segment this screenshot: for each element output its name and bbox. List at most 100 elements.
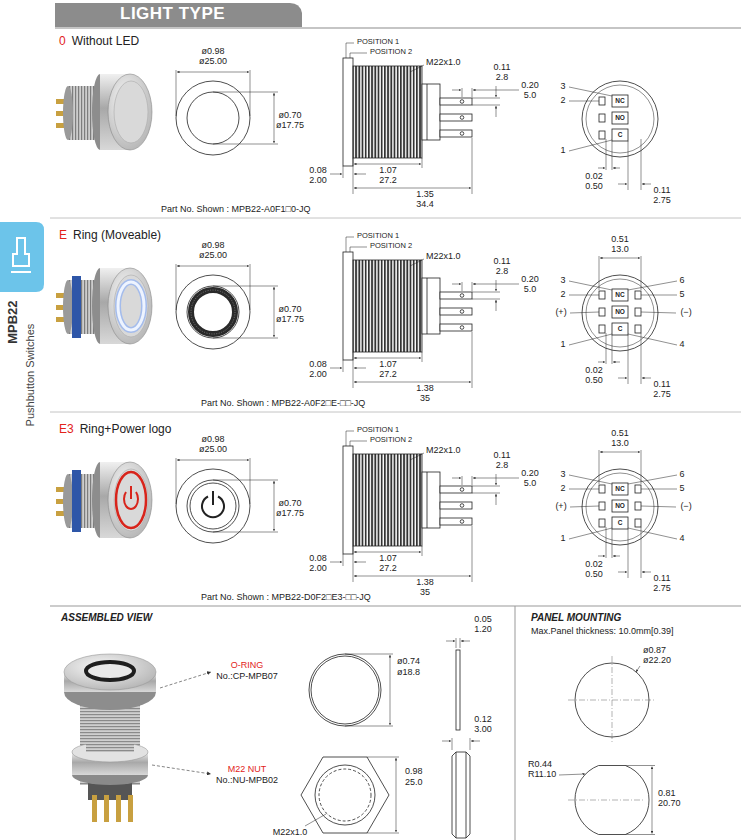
dimension: 1.35 — [415, 190, 435, 200]
panel-cutout — [559, 656, 656, 835]
panel-cutout — [612, 656, 613, 744]
product-photo — [56, 74, 152, 150]
section-rules — [50, 606, 741, 607]
dimension: 0.11 — [493, 451, 512, 461]
dimension: R0.44 — [527, 760, 553, 770]
dimension: 0.11 — [653, 380, 672, 390]
dimension: 1.38 — [415, 384, 435, 394]
thread-label: M22x1.0 — [425, 446, 462, 456]
dimension: ø17.75 — [275, 121, 305, 131]
pin-number: 1 — [559, 534, 566, 544]
dimension: 25.0 — [404, 778, 424, 788]
dimension: ø0.98 — [200, 47, 225, 57]
panel-cutout — [559, 666, 655, 835]
section-rules — [50, 412, 741, 413]
o-ring-drawing — [456, 638, 457, 648]
part-number: Part No. Shown : MPB22-A0F1□0-JQ — [160, 205, 312, 215]
nut-drawing — [367, 833, 399, 834]
nut-drawing — [452, 738, 453, 750]
section-rules — [515, 606, 516, 840]
type-name: Without LED — [71, 35, 140, 48]
pin-number: 3 — [559, 276, 566, 286]
side-view — [330, 237, 519, 388]
assembled-photo — [128, 795, 133, 822]
assembled-photo — [64, 654, 156, 822]
dimension: 2.00 — [308, 564, 328, 574]
terminal-label: NO — [615, 502, 625, 509]
tab-icon — [11, 271, 31, 273]
nut-drawing — [305, 738, 480, 833]
part-name: M22 NUT — [227, 765, 268, 775]
position-label: POSITION 2 — [369, 242, 413, 250]
dimension: 2.8 — [495, 461, 510, 471]
position-label: POSITION 1 — [356, 232, 400, 240]
dimension: 0.11 — [493, 257, 512, 267]
section-rules — [50, 218, 741, 840]
dimension: 0.11 — [493, 63, 512, 73]
o-ring-drawing — [309, 638, 470, 730]
nut-drawing — [367, 757, 399, 758]
panel-cutout — [625, 834, 655, 835]
o-ring-drawing — [446, 641, 455, 642]
dimension: 0.20 — [520, 275, 540, 285]
panel-cutout — [559, 774, 585, 775]
dimension: 1.07 — [378, 166, 398, 176]
terminal-label: NO — [615, 308, 625, 315]
part-number: Part No. Shown : MPB22-D0F2□E3-□□-JQ — [200, 593, 372, 603]
dimension: 0.51 — [610, 429, 630, 439]
series-name: MPB22 — [6, 299, 20, 344]
dimension: 2.00 — [308, 370, 328, 380]
dimension: 35 — [419, 588, 431, 598]
rear-view — [569, 469, 658, 578]
nut-drawing — [396, 795, 397, 832]
o-ring-drawing — [390, 690, 391, 725]
rear-view — [569, 275, 658, 384]
part-code: No.:NU-MPB02 — [215, 776, 279, 786]
nut-drawing — [301, 738, 480, 838]
o-ring-drawing — [390, 655, 391, 690]
panel-cutout — [568, 656, 656, 800]
power-logo — [190, 483, 236, 529]
assembled-photo — [86, 662, 134, 680]
dimension: 0.05 — [473, 615, 493, 625]
product-photo — [72, 470, 146, 532]
pin-number: 2 — [559, 290, 566, 300]
pin-number: 2 — [559, 484, 566, 494]
dimension: 0.20 — [520, 81, 540, 91]
dimension: 1.07 — [378, 360, 398, 370]
dimension: 2.8 — [495, 267, 510, 277]
type-code: 0 — [58, 35, 67, 48]
nut-drawing — [456, 752, 457, 838]
view-heading: ASSEMBLED VIEW — [60, 612, 153, 623]
position-label: POSITION 1 — [356, 426, 400, 434]
thread-label: M22x1.0 — [272, 828, 309, 838]
tab-icon — [13, 238, 29, 266]
product-photo — [56, 268, 152, 344]
pin-number: 3 — [559, 470, 566, 480]
assembled-photo — [86, 735, 134, 752]
terminal-label: C — [618, 131, 623, 138]
nut-drawing — [319, 769, 371, 821]
dimension: ø17.75 — [275, 509, 305, 519]
pin-number: 4 — [678, 534, 685, 544]
dimension: 27.2 — [378, 176, 398, 186]
dimension: 0.11 — [653, 186, 672, 196]
assembled-photo — [116, 795, 121, 822]
dimension: ø0.98 — [200, 435, 225, 445]
front-view — [176, 458, 278, 543]
nut-drawing — [301, 757, 389, 833]
assembled-photo — [64, 654, 156, 690]
assembled-photo — [92, 795, 97, 822]
nut-drawing — [442, 741, 451, 742]
side-view — [330, 431, 519, 582]
pin-polarity: (−) — [679, 308, 692, 318]
dimension: 27.2 — [378, 370, 398, 380]
panel-cutout — [625, 765, 655, 766]
terminal-label: C — [618, 519, 623, 526]
nut-drawing — [396, 758, 397, 795]
dimension: 0.08 — [308, 360, 328, 370]
dimension: ø18.8 — [396, 668, 421, 678]
pin-number: 2 — [559, 96, 566, 106]
dimension: 2.00 — [308, 176, 328, 186]
